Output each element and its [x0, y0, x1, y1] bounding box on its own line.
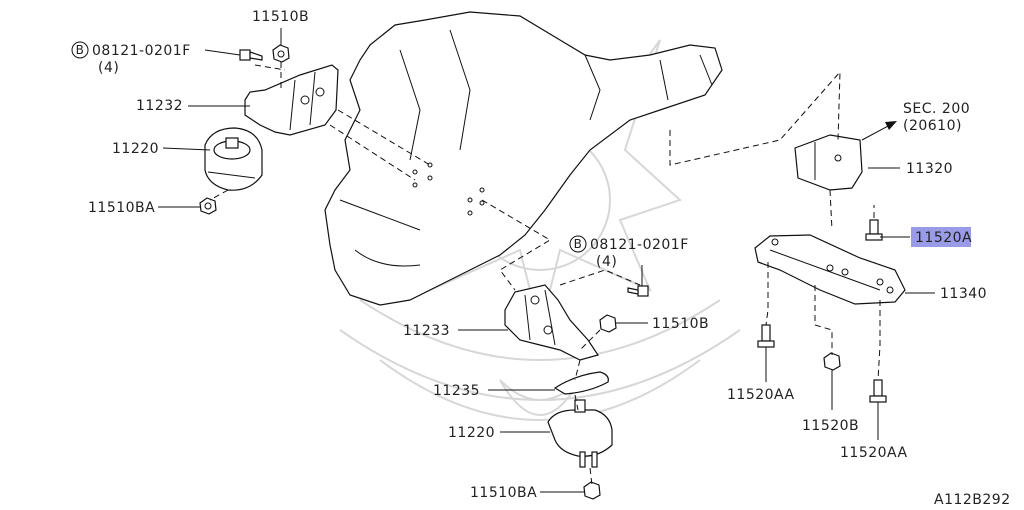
- label-11510ba-left[interactable]: 11510BA: [88, 200, 155, 216]
- label-sec-sub: (20610): [903, 118, 962, 134]
- nut-11510b-mid: [599, 314, 617, 333]
- engine-block: [324, 11, 723, 306]
- label-11340[interactable]: 11340: [940, 286, 987, 302]
- label-11220-mid[interactable]: 11220: [448, 425, 495, 441]
- label-11320[interactable]: 11320: [906, 161, 953, 177]
- bolt-prefix-circle-mid: B: [569, 235, 587, 253]
- nut-11520b: [823, 352, 841, 371]
- leader-lines: [158, 28, 935, 493]
- label-bolt-mid-qty: (4): [596, 254, 617, 270]
- label-11520aa-right[interactable]: 11520AA: [840, 445, 908, 461]
- bolt-11520a: [865, 219, 883, 241]
- shield-11235: [553, 371, 609, 395]
- bolt-top-left: [239, 49, 263, 61]
- bolt-middle: [627, 285, 649, 297]
- label-11220-left[interactable]: 11220: [112, 141, 159, 157]
- bolt-11520aa-right: [869, 379, 887, 403]
- insulator-11220-left: [204, 127, 263, 191]
- label-11510b-top[interactable]: 11510B: [252, 9, 309, 25]
- label-11232[interactable]: 11232: [136, 98, 183, 114]
- label-11510ba-bottom[interactable]: 11510BA: [470, 485, 537, 501]
- label-sec[interactable]: SEC. 200: [903, 101, 970, 117]
- label-11520b[interactable]: 11520B: [802, 418, 859, 434]
- bracket-11232: [244, 64, 339, 136]
- bolt-11520aa-left: [757, 324, 775, 348]
- sec-arrow: [861, 121, 897, 141]
- bracket-11233: [504, 284, 599, 361]
- svg-text:B: B: [76, 43, 85, 57]
- label-bolt-left[interactable]: 08121-0201F: [92, 43, 191, 59]
- nut-11510ba-bottom: [583, 481, 601, 500]
- dashed-lines: [209, 62, 881, 486]
- svg-text:B: B: [574, 237, 583, 251]
- label-highlight: [911, 227, 971, 247]
- nut-11510b-top: [272, 44, 290, 63]
- crossmember-11340: [754, 234, 906, 305]
- label-11520a[interactable]: 11520A: [915, 230, 972, 246]
- label-11235[interactable]: 11235: [433, 383, 480, 399]
- label-11510b-mid[interactable]: 11510B: [652, 316, 709, 332]
- nut-11510ba-left: [199, 197, 217, 215]
- bolt-prefix-circle-left: B: [71, 41, 89, 59]
- label-11520aa-left[interactable]: 11520AA: [727, 387, 795, 403]
- label-bolt-mid[interactable]: 08121-0201F: [590, 237, 689, 253]
- label-bolt-left-qty: (4): [98, 60, 119, 76]
- insulator-11220-mid: [547, 399, 613, 468]
- label-11233[interactable]: 11233: [403, 323, 450, 339]
- diagram-reference: A112B292: [934, 492, 1011, 508]
- mount-11320: [794, 134, 863, 191]
